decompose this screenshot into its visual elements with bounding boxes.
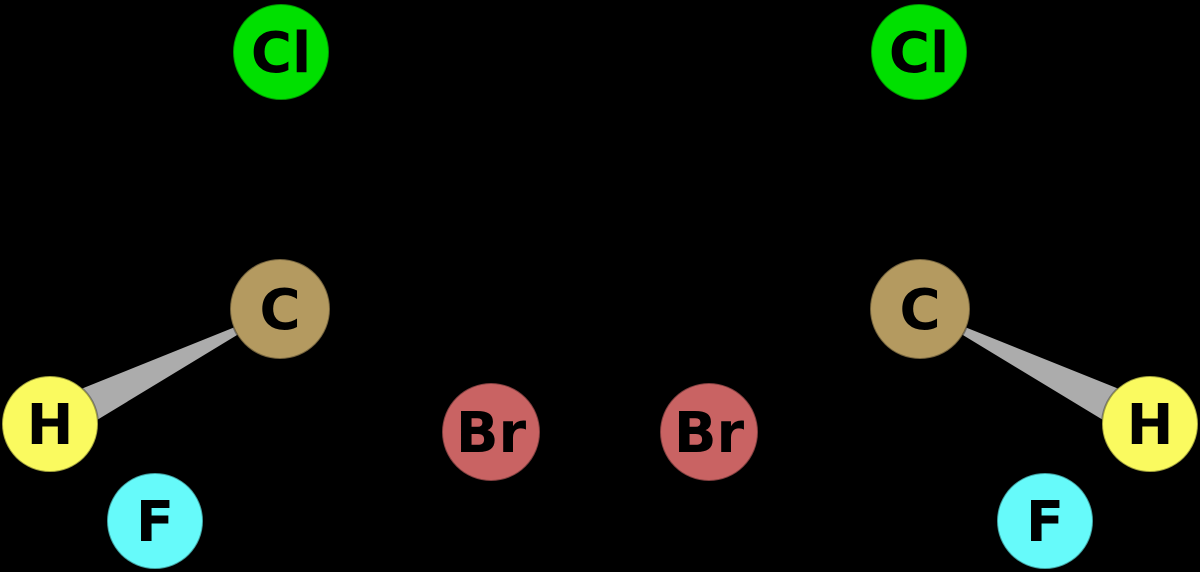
atom-H (1101, 375, 1199, 473)
wedge-bond-C-H (920, 309, 1160, 443)
atom-H (1, 375, 99, 473)
atom-F (996, 472, 1094, 570)
atom-C (229, 258, 331, 360)
atom-F (106, 472, 204, 570)
atom-C (869, 258, 971, 360)
atom-Br (659, 382, 759, 482)
atom-Cl (870, 3, 968, 101)
atom-Br (441, 382, 541, 482)
wedge-bond-C-H (40, 309, 280, 443)
atom-Cl (232, 3, 330, 101)
